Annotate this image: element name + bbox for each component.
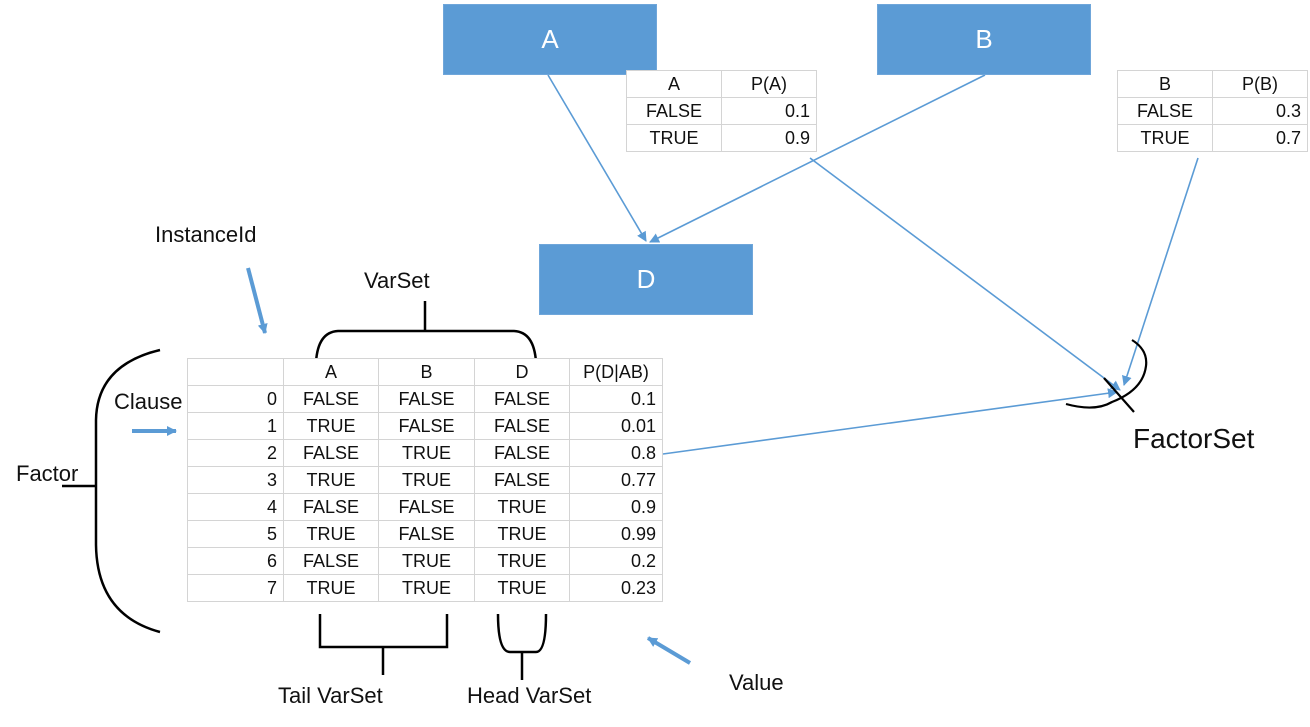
table-row: TRUE 0.7 xyxy=(1117,124,1308,152)
table-cell: TRUE xyxy=(474,493,570,521)
header-cell: P(A) xyxy=(721,70,817,98)
table-cell: FALSE xyxy=(474,385,570,413)
table-row: 3 TRUE TRUE FALSE 0.77 xyxy=(187,466,663,494)
edge-table-b-to-factorset xyxy=(1122,157,1199,386)
table-cell: 0.23 xyxy=(569,574,663,602)
table-cell: TRUE xyxy=(378,574,475,602)
table-row: A B D P(D|AB) xyxy=(187,358,663,386)
table-cell: FALSE xyxy=(283,493,379,521)
table-cell: FALSE xyxy=(1117,97,1213,125)
table-cell: FALSE xyxy=(283,439,379,467)
table-cell: FALSE xyxy=(378,493,475,521)
table-cell: TRUE xyxy=(283,412,379,440)
table-cell: FALSE xyxy=(474,412,570,440)
table-cell: FALSE xyxy=(378,385,475,413)
value-arrow-icon xyxy=(646,636,692,665)
table-row: TRUE 0.9 xyxy=(626,124,817,152)
table-cell: 0.7 xyxy=(1212,124,1308,152)
table-row: 6 FALSE TRUE TRUE 0.2 xyxy=(187,547,663,575)
node-d: D xyxy=(539,244,753,315)
table-row: A P(A) xyxy=(626,70,817,98)
table-cell: FALSE xyxy=(283,385,379,413)
edge-a-to-d xyxy=(547,74,647,242)
factorset-brace-icon xyxy=(1065,339,1148,409)
header-cell: A xyxy=(626,70,722,98)
table-cell: TRUE xyxy=(283,574,379,602)
table-cell: FALSE xyxy=(378,520,475,548)
table-cell: 5 xyxy=(187,520,284,548)
tail-varset-bracket-icon xyxy=(318,614,449,649)
table-cell: 0.8 xyxy=(569,439,663,467)
edge-table-a-to-factorset xyxy=(809,157,1121,391)
table-cell: FALSE xyxy=(283,547,379,575)
table-cell: TRUE xyxy=(378,547,475,575)
table-cell: TRUE xyxy=(283,520,379,548)
table-cell: 0.1 xyxy=(569,385,663,413)
node-b: B xyxy=(877,4,1091,75)
table-cell: 0.9 xyxy=(569,493,663,521)
factor-table: A B D P(D|AB) 0 FALSE FALSE FALSE 0.1 1 … xyxy=(187,358,663,602)
label-instance-id: InstanceId xyxy=(155,222,257,247)
table-p-a: A P(A) FALSE 0.1 TRUE 0.9 xyxy=(626,70,817,152)
table-cell: TRUE xyxy=(626,124,722,152)
table-cell: TRUE xyxy=(378,466,475,494)
table-cell: 0.01 xyxy=(569,412,663,440)
edge-b-to-d xyxy=(649,74,986,243)
label-tail-varset: Tail VarSet xyxy=(278,683,383,708)
factorset-cross-icon xyxy=(1103,377,1135,413)
table-row: B P(B) xyxy=(1117,70,1308,98)
table-cell: 6 xyxy=(187,547,284,575)
header-cell: A xyxy=(283,358,379,386)
factor-brace-icon xyxy=(94,348,161,634)
header-cell: B xyxy=(1117,70,1213,98)
table-cell: TRUE xyxy=(474,547,570,575)
header-cell xyxy=(187,358,284,386)
table-p-b: B P(B) FALSE 0.3 TRUE 0.7 xyxy=(1117,70,1308,152)
table-cell: TRUE xyxy=(474,520,570,548)
table-row: 1 TRUE FALSE FALSE 0.01 xyxy=(187,412,663,440)
node-a: A xyxy=(443,4,657,75)
table-cell: FALSE xyxy=(626,97,722,125)
table-cell: FALSE xyxy=(474,439,570,467)
table-row: 5 TRUE FALSE TRUE 0.99 xyxy=(187,520,663,548)
label-clause: Clause xyxy=(114,389,183,414)
label-head-varset: Head VarSet xyxy=(467,683,592,708)
table-cell: 0.77 xyxy=(569,466,663,494)
table-cell: 7 xyxy=(187,574,284,602)
table-cell: 2 xyxy=(187,439,284,467)
label-value: Value xyxy=(729,670,784,695)
table-cell: TRUE xyxy=(474,574,570,602)
header-cell: B xyxy=(378,358,475,386)
table-row: 0 FALSE FALSE FALSE 0.1 xyxy=(187,385,663,413)
table-cell: TRUE xyxy=(378,439,475,467)
edge-factor-to-factorset xyxy=(662,388,1118,455)
table-cell: 0.9 xyxy=(721,124,817,152)
table-row: 7 TRUE TRUE TRUE 0.23 xyxy=(187,574,663,602)
table-cell: FALSE xyxy=(474,466,570,494)
table-cell: 0.3 xyxy=(1212,97,1308,125)
table-cell: 0.2 xyxy=(569,547,663,575)
label-factor: Factor xyxy=(16,461,79,486)
header-cell: P(B) xyxy=(1212,70,1308,98)
table-cell: 3 xyxy=(187,466,284,494)
table-cell: 1 xyxy=(187,412,284,440)
instanceid-arrow-icon xyxy=(246,267,268,334)
head-varset-bracket-icon xyxy=(496,613,548,654)
header-cell: D xyxy=(474,358,570,386)
table-cell: 0.1 xyxy=(721,97,817,125)
table-cell: TRUE xyxy=(1117,124,1213,152)
table-cell: TRUE xyxy=(283,466,379,494)
table-row: 4 FALSE FALSE TRUE 0.9 xyxy=(187,493,663,521)
table-cell: 4 xyxy=(187,493,284,521)
header-cell: P(D|AB) xyxy=(569,358,663,386)
table-cell: 0.99 xyxy=(569,520,663,548)
table-row: FALSE 0.1 xyxy=(626,97,817,125)
table-cell: 0 xyxy=(187,385,284,413)
label-factorset: FactorSet xyxy=(1133,423,1255,454)
label-varset: VarSet xyxy=(364,268,430,293)
table-row: 2 FALSE TRUE FALSE 0.8 xyxy=(187,439,663,467)
table-row: FALSE 0.3 xyxy=(1117,97,1308,125)
table-cell: FALSE xyxy=(378,412,475,440)
